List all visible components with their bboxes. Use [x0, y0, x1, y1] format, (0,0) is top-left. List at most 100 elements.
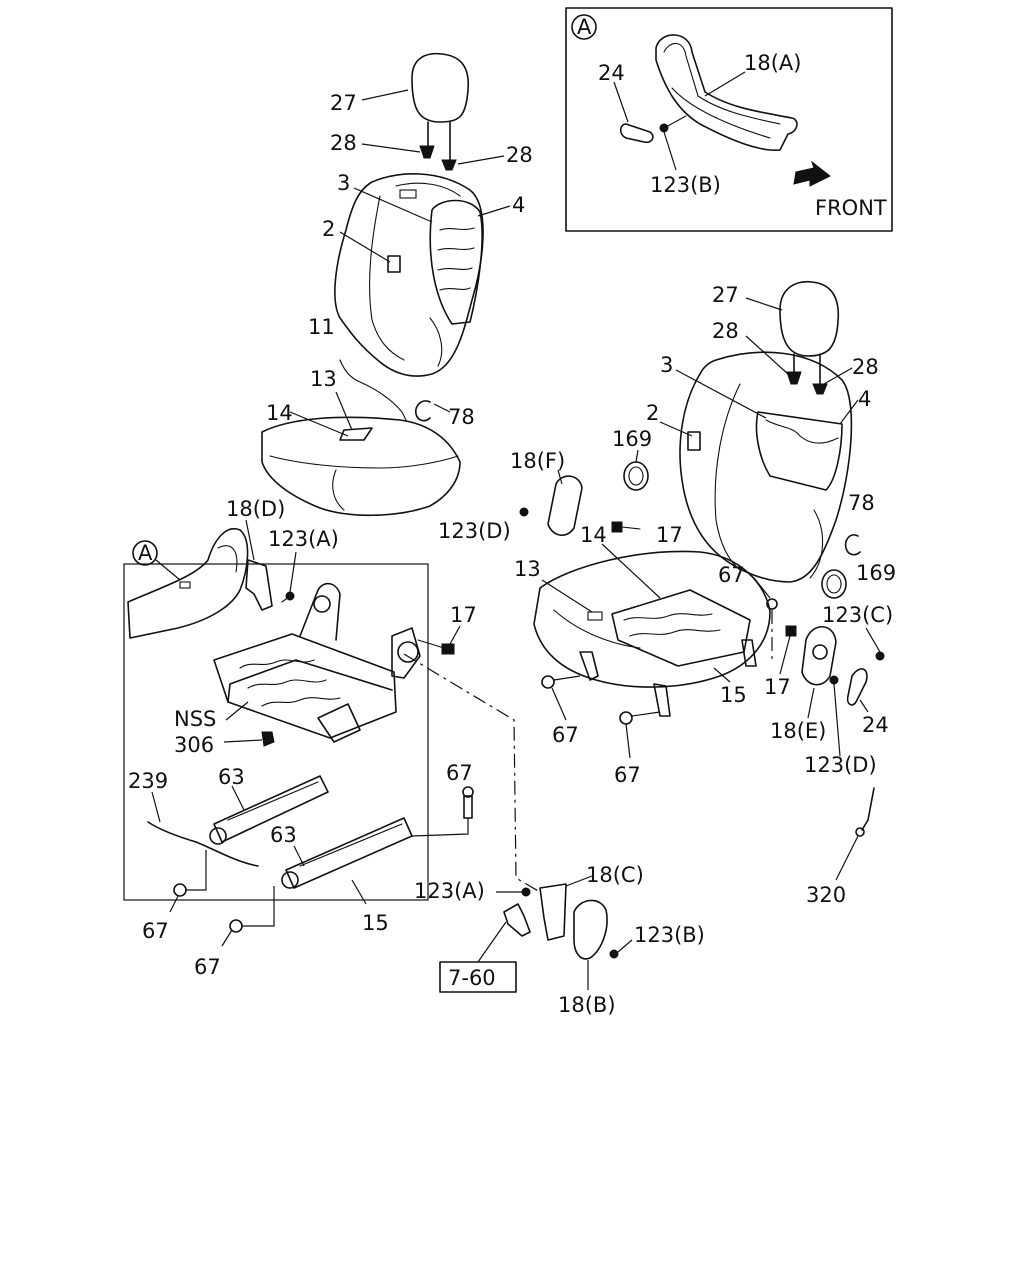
callout-left-306: 306 [174, 733, 214, 757]
bracket-base-right-c [741, 639, 757, 667]
callout-right-67b: 67 [552, 723, 579, 747]
reference-label: 7-60 [448, 966, 496, 990]
callout-right-67c: 67 [614, 763, 641, 787]
callout-left-3: 3 [337, 171, 350, 195]
headrest-guide-28-left-a [419, 145, 435, 159]
seatback-left [334, 173, 484, 377]
callout-right-2: 2 [646, 401, 659, 425]
callout-right-27: 27 [712, 283, 739, 307]
ring-169-lower [821, 569, 847, 599]
inset-marker-letter: A [577, 15, 592, 39]
screw-123d-lower [829, 675, 839, 685]
seat-rail-63-upper [209, 775, 329, 845]
callout-left-18c: 18(C) [586, 863, 644, 887]
callout-left-123a: 123(A) [268, 527, 339, 551]
headrest-guide-28-left-b [441, 159, 457, 171]
seat-rail-63-lower [281, 817, 413, 889]
clip-78-right [844, 534, 861, 556]
screw-123a-left [281, 591, 295, 603]
bolt-67-left-a [411, 786, 474, 837]
front-arrow-icon [793, 160, 831, 187]
marker-a-circle-left [132, 540, 158, 566]
callout-left-63a: 63 [218, 765, 245, 789]
guide-line-left [403, 653, 541, 893]
inset-marker-circle [571, 14, 597, 40]
callout-right-169a: 169 [612, 427, 652, 451]
callout-right-320: 320 [806, 883, 846, 907]
bolt-17-right-b [785, 625, 797, 637]
callout-right-78: 78 [848, 491, 875, 515]
headrest-guide-28-right-b [812, 383, 828, 395]
clip-78-left [414, 400, 431, 422]
callout-right-3: 3 [660, 353, 673, 377]
bracket-base-right-b [653, 683, 671, 717]
screw-123a-lower [521, 887, 531, 897]
callout-right-123d-lower: 123(D) [804, 753, 877, 777]
ring-169-upper [623, 461, 649, 491]
callout-left-2: 2 [322, 217, 335, 241]
inset-detail-a: A 24 18(A) 123(B) FRONT [565, 7, 893, 232]
left-seat-assembly: 27 28 28 3 4 2 11 78 14 13 18(D) 123(A) … [123, 52, 705, 1017]
bracket-18c [539, 883, 567, 941]
callout-left-18b: 18(B) [558, 993, 616, 1017]
callout-right-14: 14 [580, 523, 607, 547]
callout-right-123c: 123(C) [822, 603, 893, 627]
knob-24 [619, 123, 654, 144]
callout-right-24: 24 [862, 713, 889, 737]
callout-right-13: 13 [514, 557, 541, 581]
callout-left-18d: 18(D) [226, 497, 285, 521]
bracket-18d [245, 559, 273, 611]
callout-left-28a: 28 [330, 131, 357, 155]
seat-cushion-left [261, 416, 461, 517]
cover-18e [801, 625, 837, 686]
bolt-67-right-b [541, 675, 555, 689]
seat-frame-nss [123, 563, 429, 901]
bracket-base-right-a [579, 651, 599, 681]
callout-right-18e: 18(E) [770, 719, 826, 743]
screw-123c [875, 651, 885, 661]
part-306 [261, 731, 275, 747]
lever-320 [861, 787, 875, 831]
callout-left-63b: 63 [270, 823, 297, 847]
callout-left-13: 13 [310, 367, 337, 391]
callout-left-17: 17 [450, 603, 477, 627]
spring-239 [147, 821, 259, 867]
headrest-guide-28-right-a [786, 371, 802, 385]
callout-left-14: 14 [266, 401, 293, 425]
cover-18f [547, 475, 583, 536]
callout-inset-24: 24 [598, 61, 625, 85]
callout-left-28b: 28 [506, 143, 533, 167]
knob-24-right [846, 668, 868, 706]
callout-left-11: 11 [308, 315, 335, 339]
callout-right-28a: 28 [712, 319, 739, 343]
seatback-right [679, 351, 853, 583]
callout-left-67b: 67 [142, 919, 169, 943]
callout-right-15: 15 [720, 683, 747, 707]
front-direction-label: FRONT [815, 196, 887, 220]
marker-a-letter-left: A [138, 541, 153, 565]
inset-frame [565, 7, 893, 232]
lever-7-60 [503, 903, 531, 937]
bolt-67-right-a [766, 598, 778, 610]
callout-left-123b: 123(B) [634, 923, 705, 947]
callout-right-28b: 28 [852, 355, 879, 379]
side-cover-18a [655, 34, 798, 151]
bolt-67-left-c [229, 886, 275, 933]
callout-inset-123b: 123(B) [650, 173, 721, 197]
bolt-17-right-a [611, 521, 641, 533]
right-seat-assembly: 27 28 28 3 4 2 169 18(F) 78 123(D) 17 14… [438, 280, 896, 907]
callout-inset-18a: 18(A) [744, 51, 801, 75]
wire-11-left [339, 359, 407, 421]
bolt-67-right-c [619, 711, 633, 725]
bolt-67-left-b [173, 850, 207, 897]
callout-right-17b: 17 [764, 675, 791, 699]
callout-left-78: 78 [448, 405, 475, 429]
bolt-17-left [417, 639, 455, 655]
callout-right-4: 4 [858, 387, 871, 411]
callout-left-15: 15 [362, 911, 389, 935]
callout-left-nss: NSS [174, 707, 216, 731]
cover-18b [573, 899, 608, 960]
callout-left-4: 4 [512, 193, 525, 217]
callout-left-67c: 67 [194, 955, 221, 979]
